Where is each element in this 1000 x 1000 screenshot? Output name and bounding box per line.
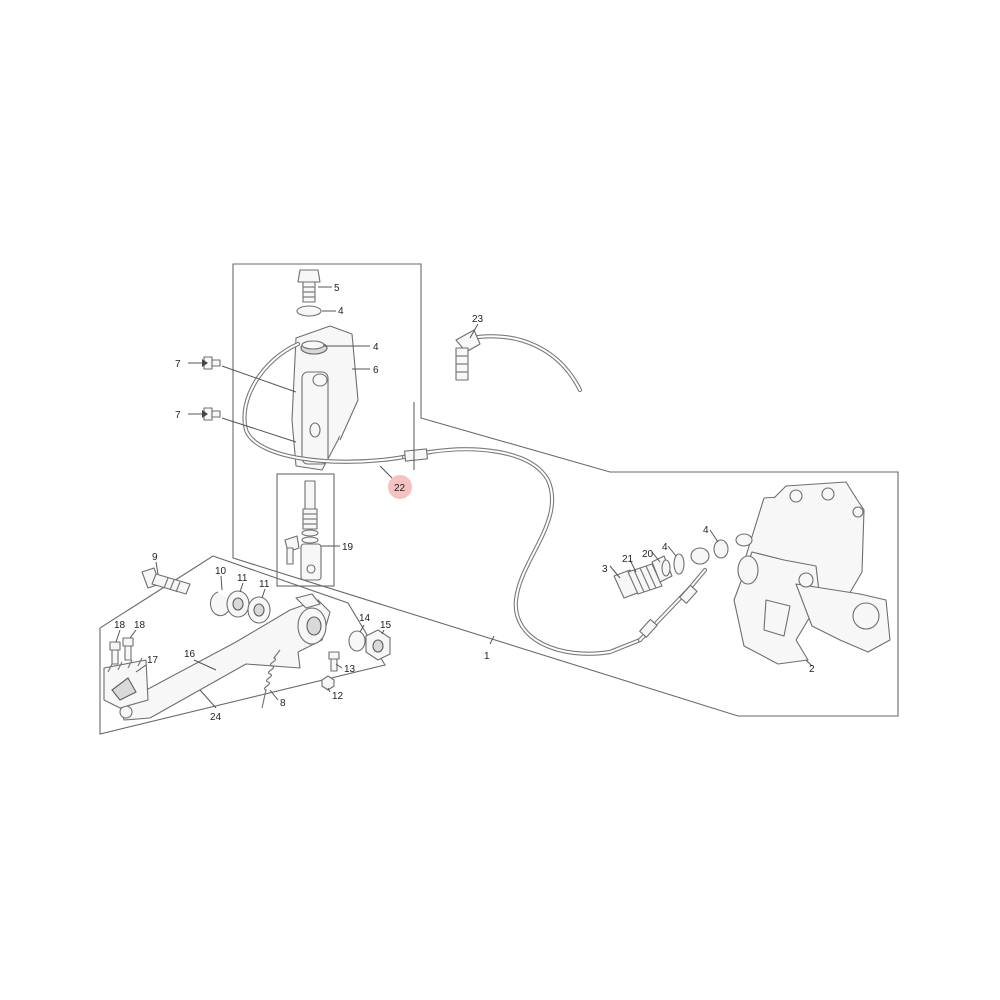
callout-12[interactable]: 12 (332, 691, 344, 702)
pedal-assembly-frame (99, 555, 386, 735)
callout-4-master-top[interactable]: 4 (338, 306, 344, 317)
caliper-washer-outer[interactable] (673, 553, 685, 575)
callout-17[interactable]: 17 (147, 655, 159, 666)
arrow-7-lower (202, 410, 208, 418)
callout-10[interactable]: 10 (215, 566, 227, 577)
callout-24[interactable]: 24 (210, 712, 222, 723)
callout-5[interactable]: 5 (334, 283, 340, 294)
callout-20[interactable]: 20 (642, 549, 654, 560)
highlight-circle (388, 475, 412, 499)
callout-7-lower[interactable]: 7 (175, 410, 181, 421)
callout-9[interactable]: 9 (152, 552, 158, 563)
pivot-bolt[interactable] (141, 567, 191, 595)
callout-13[interactable]: 13 (344, 664, 356, 675)
callout-4-master-mid[interactable]: 4 (373, 342, 379, 353)
bleeder-screw[interactable] (651, 555, 673, 583)
spring-nut[interactable] (321, 675, 335, 691)
spring-bolt[interactable] (328, 651, 340, 672)
banjo-bolt[interactable] (297, 269, 321, 303)
caliper-washer-inner[interactable] (713, 539, 729, 559)
switch-inset-frame (276, 473, 335, 587)
bushing-left[interactable] (226, 590, 250, 618)
caliper-banjo-bolt[interactable] (613, 563, 663, 599)
brake-caliper[interactable] (733, 481, 891, 665)
callout-19[interactable]: 19 (342, 542, 354, 553)
callout-6[interactable]: 6 (373, 365, 379, 376)
callout-3[interactable]: 3 (602, 564, 608, 575)
callout-18-right[interactable]: 18 (134, 620, 146, 631)
callout-labels: 1 2 3 4 4 4 4 5 6 7 7 8 9 10 11 11 12 13… (114, 283, 815, 723)
reservoir-elbow-hose[interactable] (455, 329, 583, 393)
callout-2[interactable]: 2 (809, 664, 815, 675)
pedal-tip-bolt-right[interactable] (122, 637, 134, 661)
master-cylinder[interactable] (291, 325, 359, 471)
callout-22[interactable]: 22 (394, 483, 406, 494)
pedal-tip[interactable] (103, 657, 149, 709)
brake-light-switch[interactable] (284, 480, 322, 581)
main-assembly-frame (232, 263, 899, 717)
callout-18-left[interactable]: 18 (114, 620, 126, 631)
brake-pedal[interactable] (119, 593, 331, 721)
callout-4-caliper-outer[interactable]: 4 (662, 542, 668, 553)
caliper-hose-banjo[interactable] (690, 547, 710, 565)
caliper-hose-sleeve (679, 584, 698, 604)
bushing-right[interactable] (247, 596, 271, 624)
pedal-tip-bolt-left[interactable] (109, 641, 121, 665)
pivot-washer[interactable] (348, 630, 366, 652)
caliper-hose-fitting (639, 618, 658, 638)
callout-1[interactable]: 1 (484, 651, 490, 662)
sealing-washer-top[interactable] (296, 305, 322, 317)
leader-lines (115, 286, 813, 709)
callout-8[interactable]: 8 (280, 698, 286, 709)
return-spring[interactable] (261, 649, 281, 709)
callout-15[interactable]: 15 (380, 620, 392, 631)
callout-7-upper[interactable]: 7 (175, 359, 181, 370)
callout-11-left[interactable]: 11 (237, 573, 248, 584)
pivot-nut[interactable] (365, 629, 391, 661)
callout-11-right[interactable]: 11 (259, 579, 270, 590)
callout-4-caliper-inner[interactable]: 4 (703, 525, 709, 536)
callout-21[interactable]: 21 (622, 554, 634, 565)
callout-14[interactable]: 14 (359, 613, 371, 624)
callout-23[interactable]: 23 (472, 314, 484, 325)
sealing-washer-mid[interactable] (301, 340, 325, 350)
callout-16[interactable]: 16 (184, 649, 196, 660)
arrow-7-upper (202, 359, 208, 367)
hose-fitting (403, 448, 429, 462)
